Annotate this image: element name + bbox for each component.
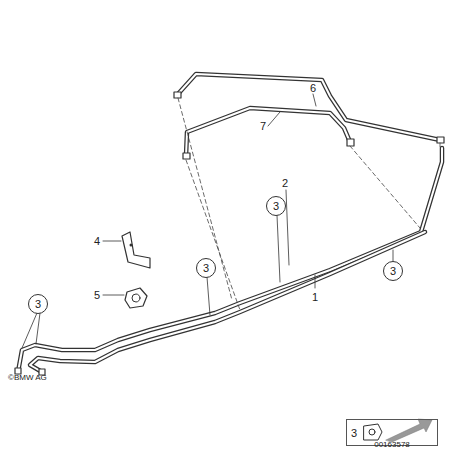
callout-circle: 3 [28, 294, 48, 314]
callout-circle: 3 [383, 261, 403, 281]
callout-number: 4 [94, 236, 100, 247]
callout-number: 3 [35, 298, 41, 310]
callout-number: 3 [351, 427, 357, 439]
callout-number: 7 [260, 121, 266, 132]
copyright-note: 00163578 [374, 441, 410, 449]
callout-circle: 3 [266, 196, 286, 216]
callout-number: 3 [390, 265, 396, 277]
callout-number: 1 [312, 292, 318, 303]
callout-number: 3 [203, 262, 209, 274]
callout-number: 6 [310, 83, 316, 94]
callout-circle: 3 [196, 258, 216, 278]
callout-number: 2 [282, 178, 288, 189]
callout-number: 5 [94, 290, 100, 301]
callout-number: 3 [273, 200, 279, 212]
copyright-note: ©BMW AG [8, 374, 47, 382]
